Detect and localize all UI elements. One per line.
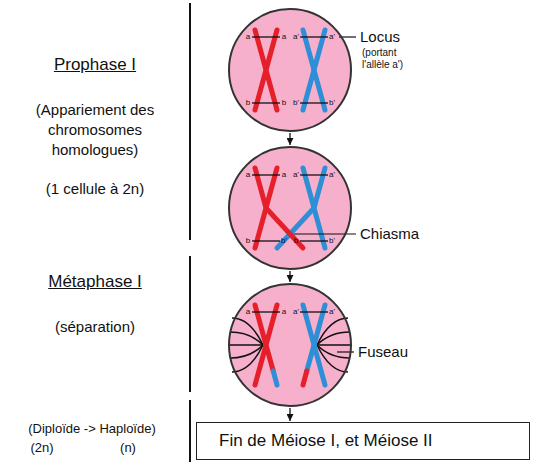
phase-title: Métaphase I (10, 272, 180, 292)
annotation-label: (2n) (12, 440, 72, 456)
locus-line (252, 36, 280, 37)
chromatid (314, 168, 325, 248)
cell-circle: a a a' a' b b' b b' (228, 146, 352, 270)
cell-fill (229, 9, 351, 406)
chromatid (314, 305, 325, 385)
allele-letter: b' (293, 98, 299, 108)
annotation-label: (Diploïde -> Haploïde) (4, 421, 180, 437)
spindle-fiber (229, 344, 263, 346)
annotation-label: (Appariement des chromosomes homologues) (27, 100, 163, 160)
locus-line (300, 36, 328, 37)
allele-letter: a' (329, 32, 335, 42)
spindle-fiber (230, 345, 263, 358)
annotation-label: Locus (360, 28, 430, 46)
locus-line (252, 174, 280, 175)
locus-lines (252, 37, 328, 312)
allele-letter: b (246, 98, 250, 108)
spindle-fiber (317, 344, 351, 346)
cell-fill (229, 9, 351, 131)
allele-letter: a' (293, 170, 299, 180)
allele-letter: a (282, 170, 286, 180)
chromatid (303, 305, 314, 371)
annotation-label: (1 cellule à 2n) (10, 180, 180, 198)
annotation-label: Fuseau (358, 343, 438, 361)
chromatid (266, 305, 277, 371)
annotation-label: Chiasma (360, 225, 440, 243)
chromatid (266, 168, 303, 248)
allele-letter: a (246, 307, 250, 317)
allele-letter: a (246, 170, 250, 180)
spindle-fiber (230, 332, 263, 345)
locus-line (300, 174, 328, 175)
locus-line (252, 311, 280, 312)
leader-lines (294, 37, 356, 352)
spindle (229, 318, 351, 372)
locus-line (300, 311, 328, 312)
cell-fill (229, 147, 351, 269)
phase-title: Prophase I (10, 55, 180, 75)
locus-line (252, 240, 280, 241)
separator-line (189, 3, 191, 240)
chromatid (314, 30, 325, 110)
flow-arrow (289, 133, 290, 145)
separator-line (189, 400, 191, 462)
cell-circle: a a a' a' b b b' b' (228, 8, 352, 132)
allele-letter: a (282, 307, 286, 317)
cell-circle: a a a' a' (228, 283, 352, 407)
stage-box: Fin de Méiose I, et Méiose II (196, 422, 530, 460)
cell-fill (229, 284, 351, 406)
chromatid (277, 168, 314, 248)
annotation-label: (n) (98, 440, 158, 456)
stage-text: Fin de Méiose I, et Méiose II (219, 431, 433, 451)
chromosomes (255, 30, 325, 385)
leader-line (294, 233, 356, 234)
chromatid-segment (273, 371, 277, 385)
chromatid-segment (303, 371, 307, 385)
separator-line (189, 256, 191, 392)
allele-letter: b' (329, 236, 335, 246)
flow-arrow (289, 271, 290, 282)
allele-letter: a' (293, 307, 299, 317)
separator-lines (189, 3, 191, 462)
allele-letter: a' (293, 32, 299, 42)
allele-letter: a' (329, 307, 335, 317)
annotation-label: (portant l'allèle a') (362, 47, 422, 71)
locus-line (300, 102, 328, 103)
allele-letter: b (294, 236, 298, 246)
flow-arrow (289, 408, 290, 421)
annotation-label: (séparation) (10, 318, 180, 336)
allele-letter: a (246, 32, 250, 42)
spindle-fiber (317, 332, 350, 345)
allele-letter: b (282, 98, 286, 108)
allele-letter: b' (281, 236, 287, 246)
allele-letter: b' (329, 98, 335, 108)
allele-letter: a' (329, 170, 335, 180)
chromatid (266, 30, 277, 110)
locus-line (252, 102, 280, 103)
allele-letter: a (282, 32, 286, 42)
leader-line (339, 36, 356, 37)
allele-letter: b (246, 236, 250, 246)
locus-line (300, 240, 328, 241)
